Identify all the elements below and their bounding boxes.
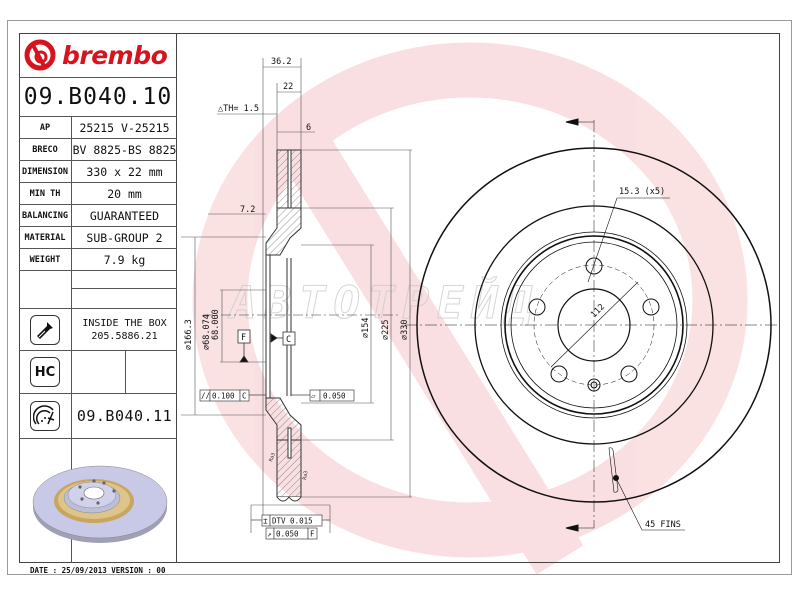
dim-6: 6 [306, 123, 311, 133]
spec-value: GUARANTEED [89, 208, 160, 223]
tol-flatness-value: 0.050 [323, 392, 346, 401]
bolt-hole-label: 15.3 (x5) [619, 187, 665, 197]
tol-runout: ↗ 0.050 F [265, 527, 318, 540]
dia-68-upper: ⌀68.074 [202, 314, 212, 350]
hc-icon: HC [30, 357, 60, 387]
inside-box-info: INSIDE THE BOX 205.5886.21 [72, 309, 177, 350]
divider [19, 77, 177, 78]
disc-3d-render [32, 465, 168, 543]
front-view [405, 118, 778, 532]
tol-flatness: ▱ 0.050 [291, 389, 355, 402]
spec-label: BRECO [32, 144, 58, 155]
pcd-label: 112 [589, 302, 607, 320]
column-divider [125, 351, 126, 393]
spec-value: 25215 V-25215 [79, 120, 170, 135]
inside-box-part: 205.5886.21 [91, 330, 158, 342]
datum-f-label: F [241, 333, 246, 343]
hc-label: HC [34, 364, 56, 380]
spec-value: 7.9 kg [103, 252, 146, 267]
screw-icon [30, 314, 60, 345]
section-view [203, 149, 400, 502]
divider [19, 116, 177, 117]
divider [19, 226, 177, 227]
tol-parallel-value: 0.100 [212, 392, 235, 401]
tol-parallel: // 0.100 C [199, 389, 266, 402]
spec-label: AP [39, 122, 51, 133]
spec-label: MIN TH [29, 188, 61, 199]
inside-box-icon-cell [19, 309, 71, 350]
tol-dtv-value: DTV 0.015 [272, 517, 313, 526]
disc-pad-kit-icon [30, 401, 60, 431]
tol-dtv: ⌶ DTV 0.015 [251, 514, 330, 527]
datum-c-label: C [286, 335, 291, 345]
spec-value: 330 x 22 mm [86, 164, 163, 179]
kit-icon-cell [19, 394, 71, 438]
dia-154: ⌀154 [361, 318, 371, 338]
tol-runout-datum: F [310, 530, 315, 539]
dia-225: ⌀225 [381, 320, 391, 340]
fins-label: 45 FINS [645, 520, 681, 530]
column-divider [71, 117, 72, 563]
spec-label: BALANCING [21, 210, 69, 221]
divider [19, 138, 177, 139]
revision-footer: DATE : 25/09/2013 VERSION : 00 [30, 566, 166, 575]
tol-runout-symbol: ↗ [267, 530, 272, 539]
dim-thickness: 22 [283, 82, 293, 92]
dia-166: ⌀166.3 [184, 319, 194, 350]
roughness-right: Ra3 [302, 470, 309, 480]
sheet-outer-border [7, 20, 792, 575]
tol-runout-value: 0.050 [276, 530, 299, 539]
roughness-left: Ra3 [268, 452, 277, 463]
part-number: 09.B040.10 [23, 84, 173, 110]
divider [19, 350, 177, 351]
brembo-logo: brembo [24, 36, 174, 74]
datum-f: F [237, 329, 251, 363]
divider [19, 270, 177, 271]
drawing-frame [19, 33, 780, 563]
divider [19, 248, 177, 249]
brembo-logo-icon [24, 39, 56, 71]
datum-c: C [270, 331, 296, 346]
divider [71, 288, 177, 289]
dim-delta-th: △TH= 1.5 [218, 104, 259, 114]
spec-label: WEIGHT [29, 254, 61, 265]
title-block [19, 33, 177, 563]
tol-flatness-symbol: ▱ [311, 392, 316, 401]
spec-value: BV 8825-BS 8825 [72, 142, 177, 157]
hc-cell: HC [19, 351, 71, 393]
kit-part-number: 09.B040.11 [76, 407, 173, 425]
tol-parallel-datum: C [242, 392, 247, 401]
spec-label: DIMENSION [21, 166, 69, 177]
divider [19, 308, 177, 309]
spec-label: MATERIAL [24, 232, 66, 243]
brand-name: brembo [62, 40, 168, 70]
dia-330: ⌀330 [400, 320, 410, 340]
dia-68-lower: 68.000 [211, 309, 221, 340]
inside-box-title: INSIDE THE BOX [82, 317, 167, 329]
divider [19, 182, 177, 183]
divider [19, 393, 177, 394]
divider [19, 160, 177, 161]
divider [19, 204, 177, 205]
tol-dtv-symbol: ⌶ [263, 517, 268, 526]
divider [19, 438, 177, 439]
dim-7-2: 7.2 [240, 205, 255, 215]
spec-value: 20 mm [107, 186, 142, 201]
tol-parallel-symbol: // [201, 392, 210, 401]
spec-value: SUB-GROUP 2 [86, 230, 163, 245]
dim-overall-width: 36.2 [271, 57, 291, 67]
